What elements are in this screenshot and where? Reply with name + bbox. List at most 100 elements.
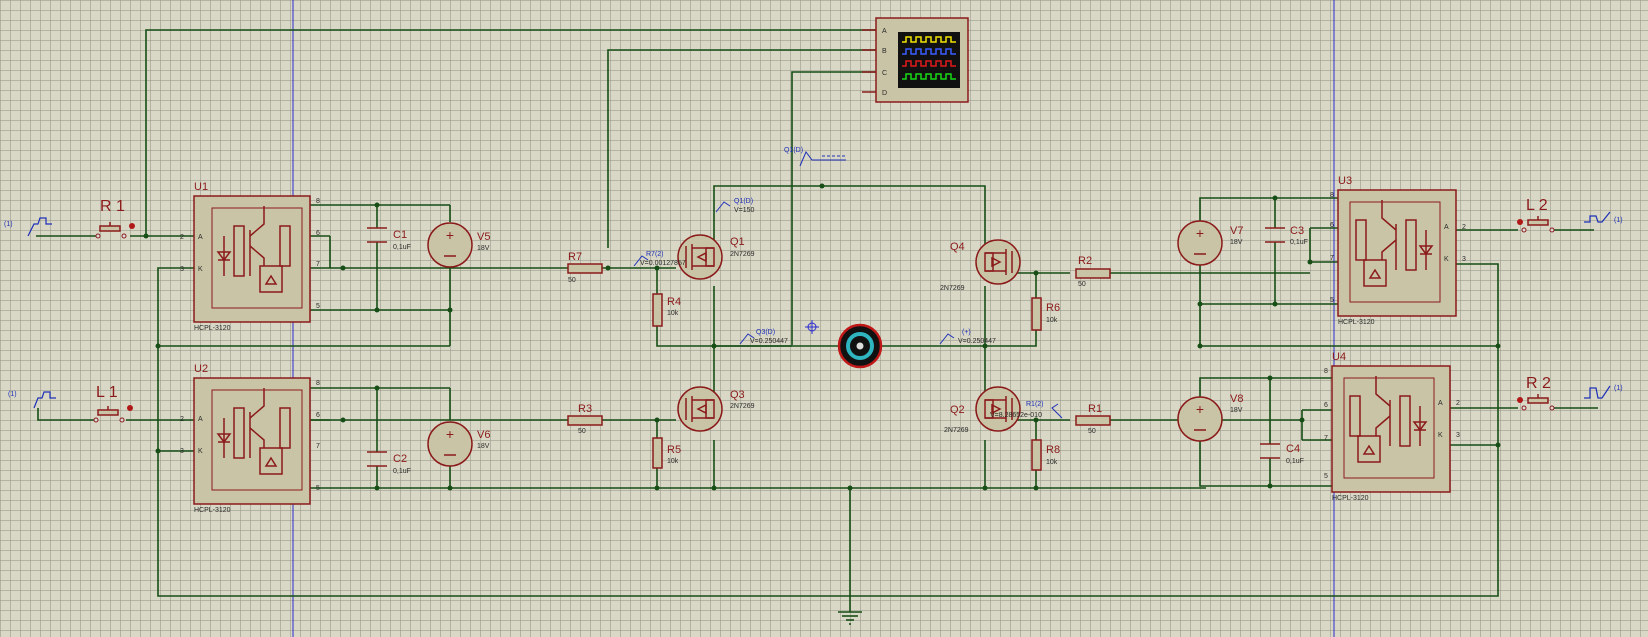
generator-l2[interactable]: (1) — [1584, 211, 1623, 224]
svg-text:A: A — [1438, 400, 1443, 407]
svg-text:(1): (1) — [1614, 217, 1623, 224]
svg-text:U1: U1 — [194, 181, 208, 193]
probe-q3d[interactable]: Q3(D) V=0.250447 — [739, 329, 788, 345]
scope-channel-b: B — [882, 48, 887, 55]
svg-text:K: K — [1444, 256, 1449, 263]
crosshair-marker-icon — [805, 320, 819, 334]
svg-text:Q3(D): Q3(D) — [756, 329, 775, 336]
svg-text:Q2: Q2 — [950, 404, 965, 416]
svg-text:8: 8 — [1324, 368, 1328, 375]
voltage-source-v5[interactable]: + V5 18V — [427, 222, 490, 268]
capacitor-c2[interactable]: C2 0,1uF — [367, 451, 411, 475]
voltage-source-v8[interactable]: + V8 18V — [1177, 393, 1243, 442]
resistor-r5[interactable]: R5 10k — [652, 437, 681, 469]
switch-l1[interactable]: L 1 — [93, 384, 133, 423]
svg-text:0,1uF: 0,1uF — [1286, 458, 1304, 465]
voltage-source-v7[interactable]: + V7 18V — [1177, 220, 1243, 266]
optocoupler-u2[interactable]: U2 2 3 A K 8 6 7 5 HCPL-3120 — [180, 363, 320, 514]
svg-text:50: 50 — [578, 428, 586, 435]
probe-q1d[interactable]: Q1(D) V=150 — [715, 198, 755, 214]
mosfet-q4[interactable]: Q4 2N7269 — [940, 239, 1021, 292]
svg-text:10k: 10k — [667, 458, 679, 465]
switch-l2[interactable]: L 2 — [1517, 197, 1555, 233]
generator-r2[interactable]: (1) — [1584, 385, 1623, 399]
svg-text:+: + — [446, 426, 454, 442]
svg-text:C1: C1 — [393, 229, 407, 241]
svg-text:R 1: R 1 — [100, 198, 125, 215]
probe-q1d-top[interactable]: Q1(D) — [784, 147, 846, 167]
svg-text:HCPL-3120: HCPL-3120 — [194, 325, 231, 332]
oscilloscope[interactable]: A B C D — [862, 17, 969, 103]
svg-text:Q1(D): Q1(D) — [784, 147, 803, 154]
svg-text:8: 8 — [1330, 192, 1334, 199]
svg-text:V=150: V=150 — [734, 207, 755, 214]
mosfet-q1[interactable]: Q1 2N7269 — [677, 234, 755, 280]
scope-channel-d: D — [882, 90, 887, 97]
svg-text:6: 6 — [316, 412, 320, 419]
svg-text:6: 6 — [1324, 402, 1328, 409]
svg-text:50: 50 — [1078, 281, 1086, 288]
svg-text:(+): (+) — [962, 329, 971, 336]
svg-text:R2: R2 — [1078, 255, 1092, 267]
svg-text:50: 50 — [568, 277, 576, 284]
svg-text:HCPL-3120: HCPL-3120 — [1338, 319, 1375, 326]
svg-text:2N7269: 2N7269 — [940, 285, 965, 292]
svg-text:5: 5 — [316, 303, 320, 310]
svg-text:C4: C4 — [1286, 443, 1300, 455]
svg-text:7: 7 — [1330, 255, 1334, 262]
svg-text:V6: V6 — [477, 429, 490, 441]
optocoupler-u1[interactable]: U1 2 3 A K 8 6 7 5 HCPL-3120 — [180, 181, 320, 332]
mosfet-q2[interactable]: Q2 2N7269 — [944, 386, 1021, 434]
optocoupler-u3[interactable]: U3 2 3 A K 8 6 7 5 HCPL-3120 — [1330, 175, 1466, 326]
switch-r1[interactable]: R 1 — [95, 198, 135, 239]
svg-text:HCPL-3120: HCPL-3120 — [194, 507, 231, 514]
capacitor-c3[interactable]: C3 0,1uF — [1265, 225, 1308, 246]
svg-text:10k: 10k — [1046, 459, 1058, 466]
generator-l1[interactable]: (1) — [8, 391, 56, 409]
capacitor-c4[interactable]: C4 0,1uF — [1260, 443, 1304, 465]
probe-r1-2[interactable]: R1(2) V=8.28652e-010 — [990, 401, 1063, 419]
svg-text:5: 5 — [1330, 297, 1334, 304]
switch-r2[interactable]: R 2 — [1517, 375, 1555, 411]
svg-text:A: A — [198, 416, 203, 423]
svg-text:5: 5 — [1324, 473, 1328, 480]
svg-text:18V: 18V — [477, 443, 490, 450]
probe-plus[interactable]: (+) V=0.250447 — [939, 329, 996, 345]
svg-text:2N7269: 2N7269 — [944, 427, 969, 434]
svg-text:(1): (1) — [8, 391, 17, 398]
svg-text:R1: R1 — [1088, 403, 1102, 415]
svg-text:Q1: Q1 — [730, 236, 745, 248]
generator-r1[interactable]: (1) — [4, 217, 52, 237]
svg-text:R7(2): R7(2) — [646, 251, 664, 258]
svg-text:18V: 18V — [1230, 407, 1243, 414]
svg-text:(1): (1) — [4, 221, 13, 228]
svg-text:R7: R7 — [568, 251, 582, 263]
svg-text:Q3: Q3 — [730, 389, 745, 401]
svg-text:C2: C2 — [393, 453, 407, 465]
svg-text:6: 6 — [1330, 222, 1334, 229]
svg-text:8: 8 — [316, 380, 320, 387]
resistor-r6[interactable]: R6 10k — [1031, 297, 1060, 331]
svg-text:2: 2 — [180, 416, 184, 423]
svg-text:3: 3 — [180, 266, 184, 273]
resistor-r7[interactable]: R7 50 — [567, 251, 603, 284]
resistor-r8[interactable]: R8 10k — [1031, 439, 1060, 471]
resistor-r2[interactable]: R2 50 — [1075, 255, 1111, 288]
optocoupler-u4[interactable]: U4 2 3 A K 8 6 7 5 HCPL-3120 — [1324, 351, 1460, 502]
probe-r7-2[interactable]: R7(2) V=0.00127857 — [633, 251, 686, 267]
capacitor-c1[interactable]: C1 0,1uF — [367, 227, 411, 251]
resistor-r3[interactable]: R3 50 — [567, 403, 603, 435]
svg-text:7: 7 — [1324, 435, 1328, 442]
resistor-r4[interactable]: R4 10k — [652, 293, 681, 327]
resistor-r1[interactable]: R1 50 — [1075, 403, 1111, 435]
mosfet-q3[interactable]: Q3 2N7269 — [677, 386, 755, 432]
svg-text:0,1uF: 0,1uF — [393, 468, 411, 475]
svg-text:K: K — [1438, 432, 1443, 439]
svg-text:U2: U2 — [194, 363, 208, 375]
svg-text:18V: 18V — [477, 245, 490, 252]
svg-text:R1(2): R1(2) — [1026, 401, 1044, 408]
voltage-source-v6[interactable]: + V6 18V — [427, 421, 490, 467]
svg-text:V8: V8 — [1230, 393, 1243, 405]
dc-motor-icon[interactable] — [837, 323, 883, 369]
